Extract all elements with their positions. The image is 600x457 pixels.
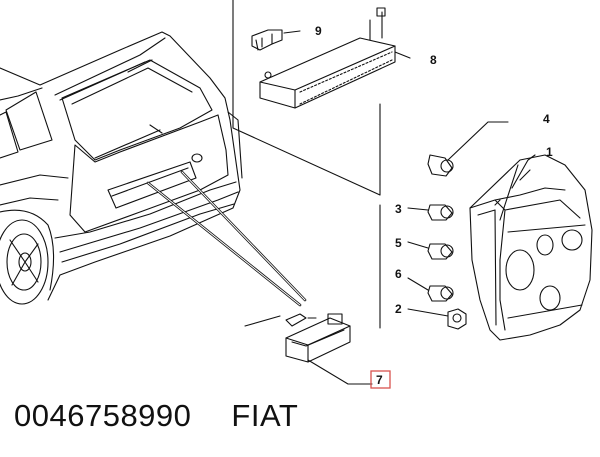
callout-8: 8: [430, 53, 437, 67]
callout-6: 6: [395, 267, 402, 281]
highlight-box-7: [370, 370, 391, 389]
bulbs-and-nut: [407, 121, 509, 330]
part-number: 0046758990: [14, 398, 192, 433]
leader-lines: [146, 0, 381, 329]
license-plate-lamp-part: [285, 313, 373, 385]
third-brake-light-part: [259, 7, 411, 109]
car-rear-illustration: [0, 31, 243, 305]
tail-lamp-part: [469, 154, 593, 341]
callout-1: 1: [546, 145, 553, 159]
callout-7: 7: [376, 373, 383, 387]
brand-name: FIAT: [231, 398, 299, 433]
callout-1-leader: [511, 154, 536, 189]
part-caption: 0046758990 FIAT: [14, 398, 298, 434]
callout-5: 5: [395, 236, 402, 250]
callout-2: 2: [395, 302, 402, 316]
callout-9: 9: [315, 24, 322, 38]
retaining-clip-part: [251, 29, 301, 51]
callout-3: 3: [395, 202, 402, 216]
callout-4: 4: [543, 112, 550, 126]
